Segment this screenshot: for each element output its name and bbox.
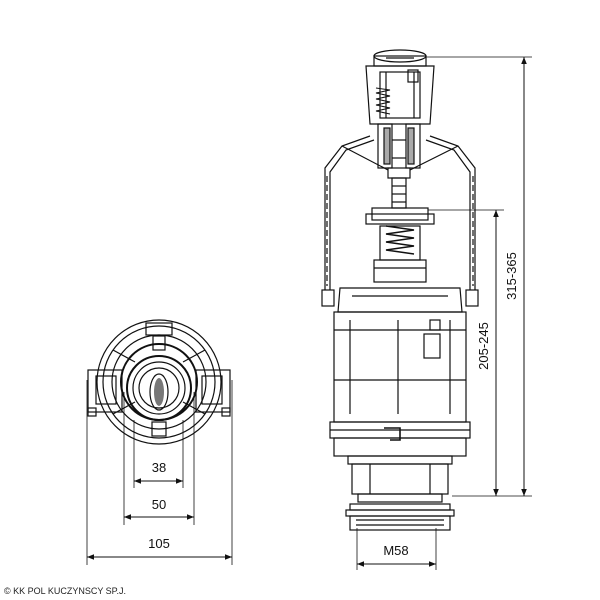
top-view-extension-lines [86, 380, 233, 565]
svg-text:205-245: 205-245 [476, 322, 491, 370]
svg-text:105: 105 [148, 536, 170, 551]
dimension-overall-height: 315-365 [504, 57, 527, 496]
svg-text:M58: M58 [383, 543, 408, 558]
dimension-50: 50 [124, 497, 194, 520]
svg-text:315-365: 315-365 [504, 252, 519, 300]
dimension-thread: M58 [357, 543, 436, 567]
svg-text:50: 50 [152, 497, 166, 512]
side-view-extension-lines [356, 56, 532, 570]
dimension-tank-height: 205-245 [476, 210, 499, 496]
dimension-105: 105 [87, 536, 232, 560]
top-view [87, 319, 231, 445]
copyright-notice: © KK POL KUCZYNSCY SP.J. [4, 586, 127, 596]
side-view [321, 49, 479, 531]
svg-text:38: 38 [152, 460, 166, 475]
dimension-38: 38 [134, 460, 183, 484]
